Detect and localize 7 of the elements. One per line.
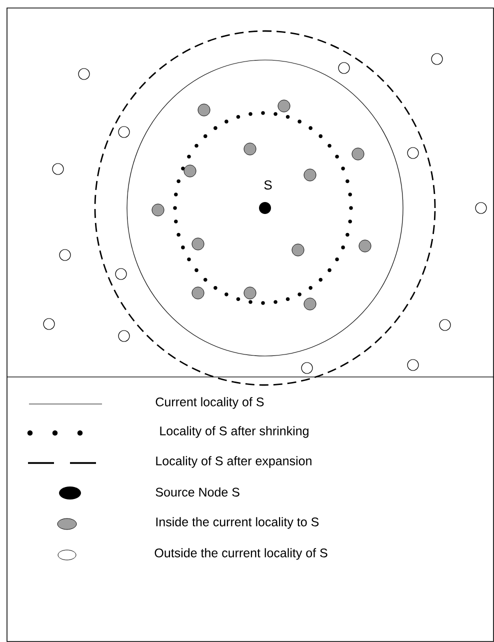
legend-text: Locality of S after shrinking [160,426,308,438]
legend-text: Locality of S after expansion [156,456,312,468]
legend-text: Current locality of S [156,397,264,409]
legend-text: Source Node S [156,487,240,497]
node-label: S [264,180,272,190]
legend-text: Inside the current locality to S [156,517,319,529]
legend-text: Outside the current locality of S [154,548,328,560]
